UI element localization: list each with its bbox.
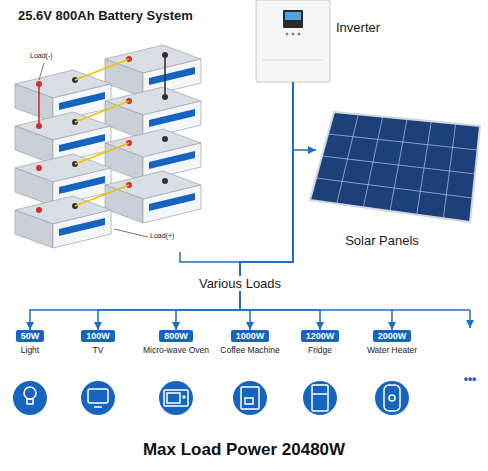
load-icons-part	[233, 381, 267, 415]
load-box: 100W TV	[81, 330, 115, 355]
solar-panel-part	[310, 112, 480, 222]
connector	[30, 82, 293, 330]
load-icons-part	[312, 385, 328, 411]
inverter-box: Inverter	[256, 0, 330, 82]
load-icons	[13, 381, 409, 415]
connector	[240, 82, 293, 330]
load-icons-part	[167, 393, 180, 403]
node-body: Coffee Machine	[220, 345, 279, 355]
load-icons-part	[13, 381, 47, 415]
node-heading: 1000W	[231, 330, 270, 342]
node-body: Fridge	[308, 345, 332, 355]
leader-lines-part	[114, 229, 148, 237]
node-body: TV	[93, 345, 104, 355]
terminal-label: Load(-)	[30, 52, 53, 59]
solar-panel	[310, 112, 480, 222]
connector	[240, 82, 320, 330]
node-heading: 800W	[159, 330, 193, 342]
battery-pack-part	[15, 196, 111, 248]
inverter-body-part	[292, 33, 295, 36]
battery-wires-part	[75, 101, 129, 122]
connector	[180, 82, 293, 262]
battery-wires-part	[164, 55, 166, 97]
load-icons-part	[389, 395, 395, 401]
connector	[98, 82, 293, 330]
load-icons-part	[312, 393, 328, 395]
bus-extension-part	[469, 310, 471, 328]
solar-panel-box: Solar Panels	[316, 108, 484, 250]
node-body: Water Heater	[367, 345, 417, 355]
battery-wires-part	[75, 59, 129, 80]
load-icons-part	[159, 381, 193, 415]
load-box: 2000W Water Heater	[367, 330, 417, 355]
battery-wires-part	[38, 84, 40, 126]
load-icons-part	[245, 398, 253, 404]
terminal-label: Load(+)	[150, 232, 174, 239]
load-box: 1200W Fridge	[301, 330, 340, 355]
load-box: 1000W Coffee Machine	[220, 330, 279, 355]
leader-lines-part	[39, 63, 44, 80]
load-box: 800W Micro-wave Oven	[143, 330, 209, 355]
battery-wires-part	[75, 185, 129, 206]
bus-extension	[392, 310, 470, 328]
battery-system: 25.6V 800Ah Battery System	[8, 4, 228, 252]
load-icons-part	[384, 385, 400, 411]
battery-pack	[15, 45, 201, 248]
node-heading: 100W	[81, 330, 115, 342]
inverter-body	[256, 0, 330, 82]
node-heading: 2000W	[373, 330, 412, 342]
node-heading: Inverter	[336, 20, 380, 35]
load-icons-part	[27, 399, 33, 404]
connector	[176, 82, 293, 330]
load-box: 50W Light	[16, 330, 45, 355]
load-icons-part	[164, 390, 188, 406]
load-icons-part	[24, 385, 400, 411]
inverter-body-part	[262, 60, 324, 61]
load-icons-part	[303, 381, 337, 415]
inverter-body-part	[298, 33, 301, 36]
connector	[240, 82, 392, 330]
solar-panel-part	[328, 134, 478, 150]
node-heading: 1200W	[301, 330, 340, 342]
load-icons-part	[81, 381, 115, 415]
more-loads: •••	[464, 372, 477, 386]
battery-wires-part	[75, 143, 129, 164]
bus-extension-part	[392, 309, 470, 311]
solar-panel-part	[316, 114, 478, 218]
solar-panel-part	[316, 178, 473, 198]
node-heading: 50W	[16, 330, 45, 342]
battery-wires	[39, 55, 165, 206]
battery-pack-part	[105, 171, 201, 223]
node-body: Light	[21, 345, 39, 355]
node-body: Micro-wave Oven	[143, 345, 209, 355]
caption: Max Load Power 20480W	[0, 440, 488, 460]
inverter-body-part	[286, 33, 289, 36]
load-icons-part	[24, 387, 36, 399]
inverter-body-part	[256, 0, 330, 82]
solar-panel-part	[322, 156, 475, 174]
bus-label: Various Loads	[196, 276, 284, 291]
load-icons-part	[241, 387, 259, 409]
node-heading: 25.6V 800Ah Battery System	[8, 4, 203, 27]
load-icons-part	[94, 406, 102, 408]
connector	[293, 82, 316, 150]
inverter-body-part	[283, 10, 303, 28]
load-icons-part	[88, 389, 108, 403]
inverter-body-part	[285, 12, 301, 20]
leader-lines	[39, 63, 148, 237]
load-icons-part	[375, 381, 409, 415]
node-heading: Solar Panels	[316, 233, 448, 248]
load-icons-part	[183, 396, 185, 398]
